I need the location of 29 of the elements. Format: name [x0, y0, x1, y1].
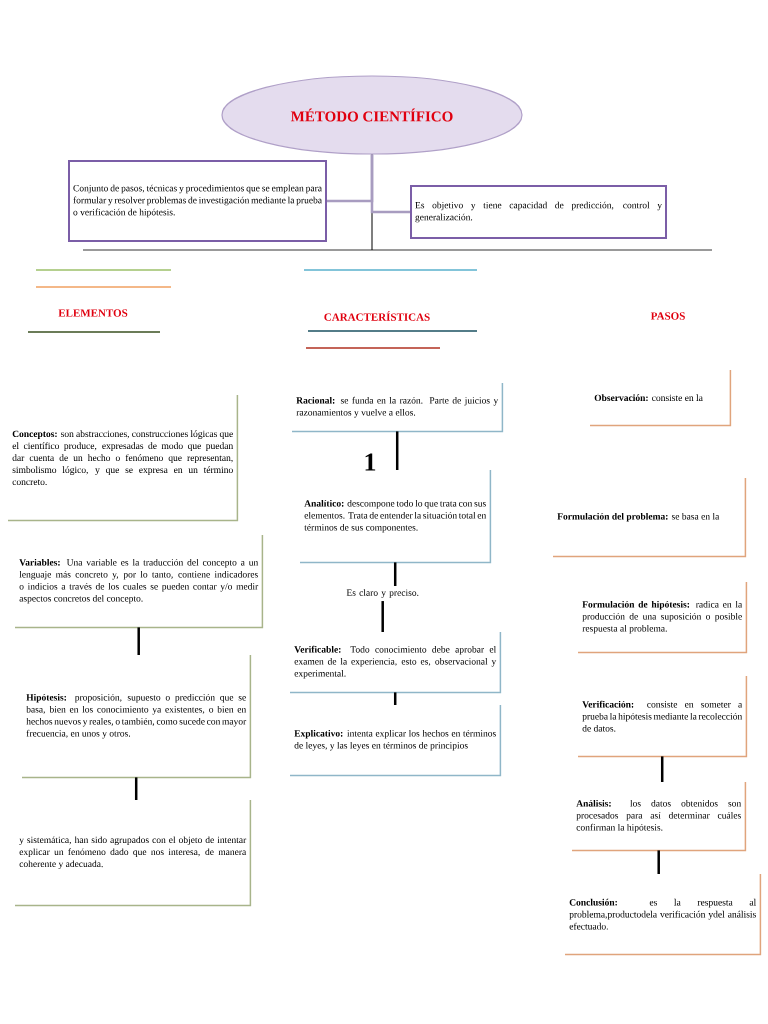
text-box: y sistemática, han sido agrupados con el objeto de intentar explicar un fenómeno dado que nos interesa, de manera coherente y adecuada.: [14, 799, 252, 907]
text-box: Observación: consiste en la: [589, 369, 732, 427]
text-box: Análisis: los datos obtenidos son procesados para así determinar cuáles confirman la hipótesis.: [571, 781, 747, 852]
text-box: Conceptos: son abstracciones, construcciones lógicas que el científico produce, expresadas de modo que puedan dar cuenta de un hecho o fenómeno que representan, simbolismo lógico, y que se expresa en un término concreto.: [7, 394, 239, 522]
text-box: Verificación: consiste en someter a prueba la hipótesis mediante la recolección de datos.: [577, 675, 748, 758]
text-box: Es objetivo y tiene capacidad de predicción, control y generalización.: [410, 185, 667, 239]
connector: [137, 627, 140, 655]
connector: [660, 756, 664, 782]
text-box: Explicativo: intenta explicar los hechos en términos de leyes, y las leyes en términos de principios: [289, 704, 502, 777]
connector: [393, 692, 397, 705]
connector: [395, 431, 399, 470]
text-box: Racional: se funda en la razón. Parte de juicios y razonamientos y vuelve a ellos.: [291, 382, 504, 433]
section-heading: ELEMENTOS: [58, 309, 128, 317]
section-heading: PASOS: [650, 312, 685, 320]
connector: [393, 562, 397, 586]
number: 1: [365, 453, 376, 471]
text-box: Hipótesis: proposición, supuesto o predicción que se basa, bien en los conocimiento ya existentes, o bien en hechos nuevos y reales, o también, como sucede con mayor frecuencia, en unos y otros.: [21, 654, 252, 779]
text-box: Conjunto de pasos, técnicas y procedimientos que se emplean para formular y resolver problemas de investigación mediante la prueba o verificación de hipótesis.: [68, 160, 327, 242]
text-box: Conclusión: es la respuesta al problema,productodela verificación ydel análisis efectuado.: [564, 873, 762, 956]
text-box: Variables: Una variable es la traducción del concepto a un lenguaje más concreto y, por lo tanto, contiene indicadores o indicios a través de los cuales se pueden contar y/o medir aspectos concretos del concepto.: [14, 534, 264, 629]
text-box: Verificable: Todo conocimiento debe aprobar el examen de la experiencia, esto es, observacional y experimental.: [289, 631, 502, 694]
connector: [381, 601, 384, 632]
section-heading: CARACTERÍSTICAS: [324, 311, 430, 321]
connector: [134, 777, 138, 800]
connector: [657, 850, 660, 874]
text: Es claro y preciso.: [346, 589, 419, 598]
text-box: Formulación de hipótesis: radica en la producción de una suposición o posible respuesta al problema.: [577, 581, 748, 654]
connector: [370, 154, 410, 214]
text-box: Formulación del problema: se basa en la: [552, 477, 747, 558]
